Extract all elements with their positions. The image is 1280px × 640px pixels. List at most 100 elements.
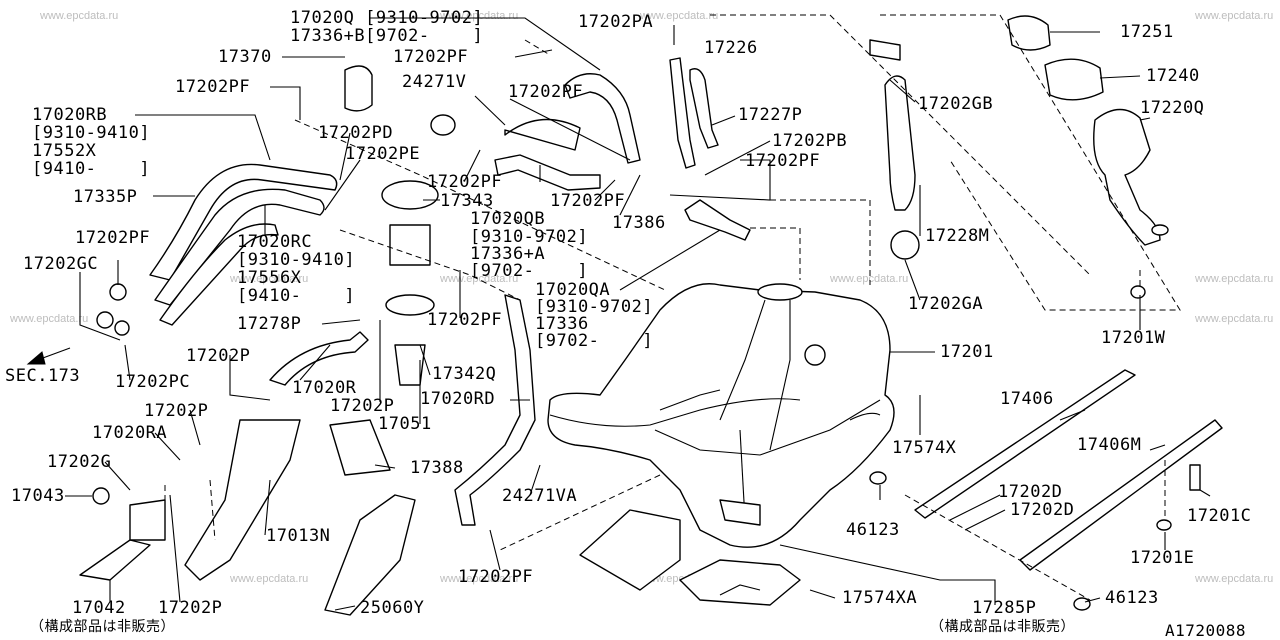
part-label-17020qb-range: [9310-9702] bbox=[470, 227, 589, 247]
part-label-17336-range: [9702- ] bbox=[535, 331, 654, 351]
part-label-17020rd[interactable]: 17020RD bbox=[420, 389, 496, 409]
part-label-17556x-range: [9410- ] bbox=[237, 286, 356, 306]
part-label-17020q[interactable]: 17020Q [9310-9702] bbox=[290, 8, 484, 28]
part-label-46123[interactable]: 46123 bbox=[1105, 588, 1159, 608]
part-label-17336[interactable]: 17336 bbox=[535, 314, 589, 334]
part-label-17202pf[interactable]: 17202PF bbox=[745, 151, 821, 171]
part-label-17343[interactable]: 17343 bbox=[440, 191, 494, 211]
watermark: www.epcdata.ru bbox=[440, 573, 519, 585]
part-label-17406[interactable]: 17406 bbox=[1000, 389, 1054, 409]
note-not-sold-separately-right: （構成部品は非販売） bbox=[930, 619, 1075, 635]
part-label-17202pf[interactable]: 17202PF bbox=[458, 567, 534, 587]
part-label-17020rb[interactable]: 17020RB bbox=[32, 105, 108, 125]
part-label-17020qb[interactable]: 17020QB bbox=[470, 209, 546, 229]
part-label-17202gb[interactable]: 17202GB bbox=[918, 94, 994, 114]
part-label-17202pc[interactable]: 17202PC bbox=[115, 372, 191, 392]
watermark: www.epcdata.ru bbox=[640, 10, 719, 22]
filler-neck-drawing bbox=[869, 15, 1169, 260]
part-label-17336b[interactable]: 17336+B[9702- ] bbox=[290, 26, 484, 46]
part-label-17202pf[interactable]: 17202PF bbox=[427, 310, 503, 330]
part-label-17013n[interactable]: 17013N bbox=[266, 526, 331, 546]
part-label-17020rb-range: [9310-9410] bbox=[32, 123, 151, 143]
part-label-17552x[interactable]: 17552X bbox=[32, 141, 97, 161]
watermark: www.epcdata.ru bbox=[1195, 573, 1274, 585]
part-label-17202p[interactable]: 17202P bbox=[144, 401, 209, 421]
part-label-17386[interactable]: 17386 bbox=[612, 213, 666, 233]
part-label-17020rc[interactable]: 17020RC bbox=[237, 232, 313, 252]
part-label-17226[interactable]: 17226 bbox=[704, 38, 758, 58]
part-label-17202pd[interactable]: 17202PD bbox=[318, 123, 394, 143]
part-label-17220q[interactable]: 17220Q bbox=[1140, 98, 1205, 118]
part-label-46123[interactable]: 46123 bbox=[846, 520, 900, 540]
fuel-tank-drawing bbox=[547, 283, 895, 606]
part-label-17020rc-range: [9310-9410] bbox=[237, 250, 356, 270]
part-label-17251[interactable]: 17251 bbox=[1120, 22, 1174, 42]
part-label-17020qa-range: [9310-9702] bbox=[535, 297, 654, 317]
fuel-pump-drawing bbox=[79, 180, 439, 616]
part-label-17370[interactable]: 17370 bbox=[218, 47, 272, 67]
part-label-17201e[interactable]: 17201E bbox=[1130, 548, 1195, 568]
watermark: www.epcdata.ru bbox=[1195, 273, 1274, 285]
watermark: www.epcdata.ru bbox=[830, 273, 909, 285]
part-label-17227p[interactable]: 17227P bbox=[738, 105, 803, 125]
part-label-17202p[interactable]: 17202P bbox=[186, 346, 251, 366]
part-label-24271va[interactable]: 24271VA bbox=[502, 486, 578, 506]
watermark: www.epcdata.ru bbox=[230, 273, 309, 285]
watermark: www.epcdata.ru bbox=[440, 10, 519, 22]
part-label-17202p[interactable]: 17202P bbox=[330, 396, 395, 416]
part-label-17202d[interactable]: 17202D bbox=[998, 482, 1063, 502]
watermark: www.epcdata.ru bbox=[10, 313, 89, 325]
part-label-17202pf[interactable]: 17202PF bbox=[175, 77, 251, 97]
vent-hoses-drawing bbox=[149, 57, 751, 526]
dashed-guides bbox=[164, 14, 1181, 601]
part-label-17202ga[interactable]: 17202GA bbox=[908, 294, 984, 314]
note-not-sold-separately-left: （構成部品は非販売） bbox=[30, 619, 175, 635]
section-reference[interactable]: SEC.173 bbox=[5, 366, 81, 386]
part-label-17202pe[interactable]: 17202PE bbox=[345, 144, 421, 164]
part-label-17240[interactable]: 17240 bbox=[1146, 66, 1200, 86]
part-label-17042[interactable]: 17042 bbox=[72, 598, 126, 618]
part-label-17285p[interactable]: 17285P bbox=[972, 598, 1037, 618]
part-label-17552x-range: [9410- ] bbox=[32, 159, 151, 179]
part-label-17202pf[interactable]: 17202PF bbox=[75, 228, 151, 248]
part-label-17556x[interactable]: 17556X bbox=[237, 268, 302, 288]
part-label-17020r[interactable]: 17020R bbox=[292, 378, 357, 398]
part-label-17202p[interactable]: 17202P bbox=[158, 598, 223, 618]
part-label-17202pf[interactable]: 17202PF bbox=[508, 82, 584, 102]
watermark: www.epcdata.ru bbox=[1195, 10, 1274, 22]
part-label-17202pf[interactable]: 17202PF bbox=[550, 191, 626, 211]
part-label-17336a-range: [9702- ] bbox=[470, 261, 589, 281]
part-label-17336a[interactable]: 17336+A bbox=[470, 244, 546, 264]
part-label-17202g[interactable]: 17202G bbox=[47, 452, 112, 472]
part-label-17574xa[interactable]: 17574XA bbox=[842, 588, 918, 608]
watermark: www.epcdata.ru bbox=[1195, 313, 1274, 325]
part-label-17051[interactable]: 17051 bbox=[378, 414, 432, 434]
part-label-24271v[interactable]: 24271V bbox=[402, 72, 467, 92]
part-label-17278p[interactable]: 17278P bbox=[237, 314, 302, 334]
part-label-17335p[interactable]: 17335P bbox=[73, 187, 138, 207]
part-label-17202pb[interactable]: 17202PB bbox=[772, 131, 848, 151]
part-label-17202gc[interactable]: 17202GC bbox=[23, 254, 99, 274]
part-label-17202pf[interactable]: 17202PF bbox=[427, 172, 503, 192]
part-label-17201c[interactable]: 17201C bbox=[1187, 506, 1252, 526]
part-label-17201w[interactable]: 17201W bbox=[1101, 328, 1166, 348]
sec-arrow-icon bbox=[26, 351, 46, 365]
part-label-17202pf[interactable]: 17202PF bbox=[393, 47, 469, 67]
part-label-25060y[interactable]: 25060Y bbox=[360, 598, 425, 618]
part-label-17388[interactable]: 17388 bbox=[410, 458, 464, 478]
part-label-17202d[interactable]: 17202D bbox=[1010, 500, 1075, 520]
part-label-17202pa[interactable]: 17202PA bbox=[578, 12, 654, 32]
part-label-17020ra[interactable]: 17020RA bbox=[92, 423, 168, 443]
leader-lines bbox=[65, 17, 1211, 611]
part-label-17574x[interactable]: 17574X bbox=[892, 438, 957, 458]
tank-straps-drawing bbox=[869, 285, 1223, 611]
part-label-17228m[interactable]: 17228M bbox=[925, 226, 990, 246]
diagram-code: A1720088 bbox=[1165, 621, 1247, 640]
watermark: www.epcdata.ru bbox=[230, 573, 309, 585]
part-label-17043[interactable]: 17043 bbox=[11, 486, 65, 506]
part-label-17342q[interactable]: 17342Q bbox=[432, 364, 497, 384]
part-label-17020qa[interactable]: 17020QA bbox=[535, 280, 611, 300]
part-label-17201[interactable]: 17201 bbox=[940, 342, 994, 362]
part-label-17406m[interactable]: 17406M bbox=[1077, 435, 1142, 455]
